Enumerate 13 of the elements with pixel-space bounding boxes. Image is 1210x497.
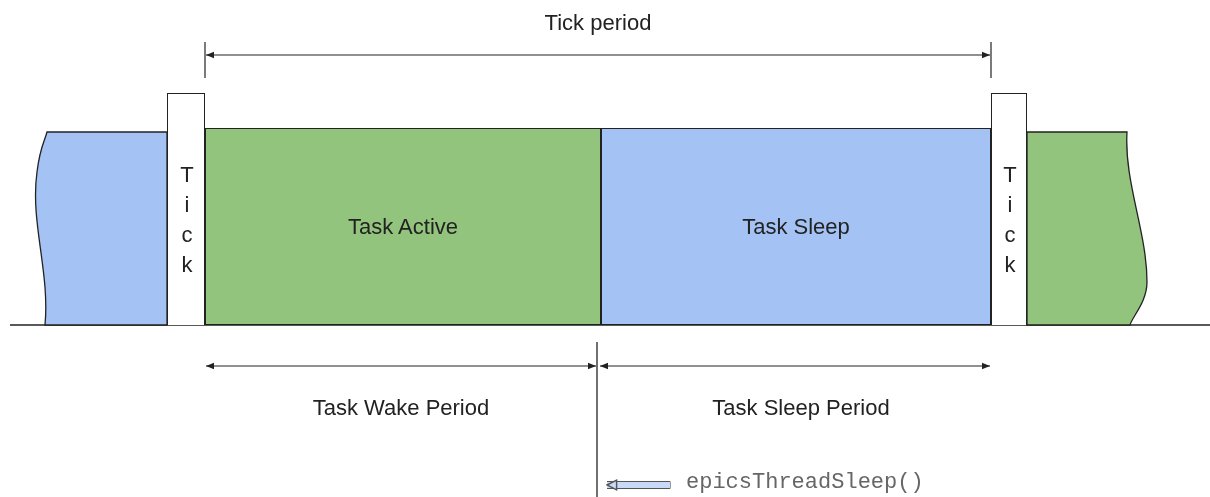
period-label: Tick period — [544, 10, 652, 36]
tick-slot — [167, 93, 205, 325]
period-label: Task Wake Period — [312, 395, 490, 421]
function-call-label: epicsThreadSleep() — [686, 470, 924, 495]
block-label: Task Sleep — [742, 213, 850, 240]
tick-label: Tick — [180, 161, 194, 279]
hollow-arrow — [606, 479, 671, 491]
active-period-block — [205, 128, 601, 325]
sleep-period-block — [601, 128, 991, 325]
tick-slot — [991, 93, 1027, 325]
period-label: Task Sleep Period — [712, 395, 890, 421]
tick-label: Tick — [1003, 161, 1017, 279]
block-label: Task Active — [348, 213, 458, 240]
